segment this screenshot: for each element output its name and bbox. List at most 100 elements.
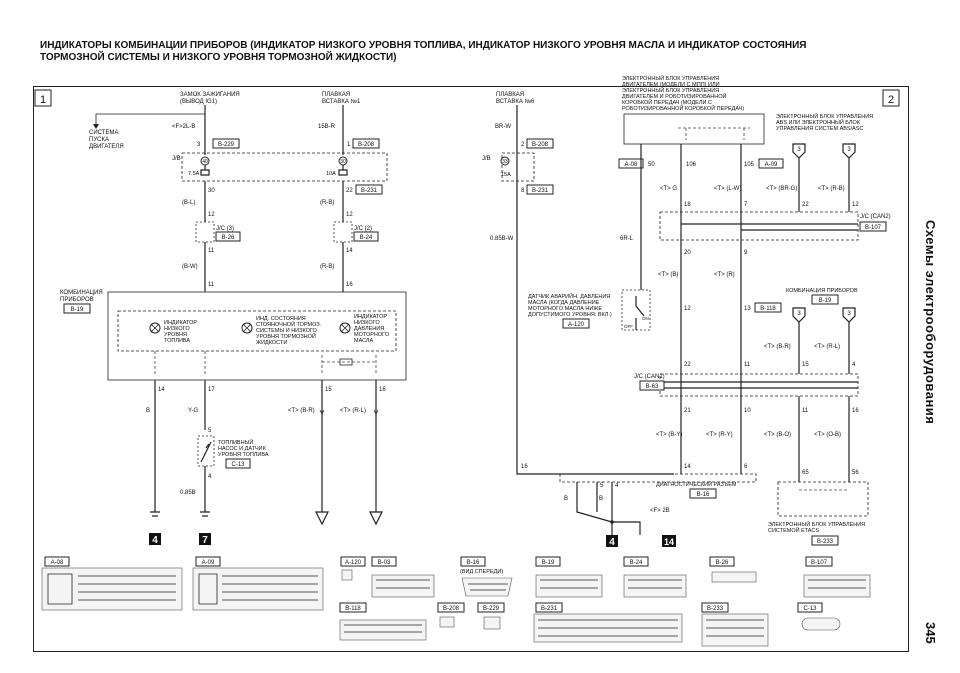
connector-b231-mid-label: B-231 [532, 188, 549, 194]
connector-b24-tag [353, 231, 379, 242]
conn-a120-tag [340, 556, 366, 567]
brake-indicator-label-3: СИСТЕМЫ И НИЗКОГО [256, 328, 318, 334]
connector-a08-tag [618, 158, 644, 169]
ecu-label-1: ЭЛЕКТРОННЫЙ БЛОК УПРАВЛЕНИЯ [622, 74, 719, 82]
connector-b208-label: B-208 [358, 142, 375, 148]
middle-section: ПЛАВКАЯ ВСТАВКА №6 BR-W 2 B-208 J/B 33 1… [482, 92, 676, 548]
conn-b208-tag [437, 602, 465, 613]
pin-1-label: 1 [347, 142, 351, 148]
fuel-pump-sensor-box [197, 435, 215, 467]
conn-b107-pins [808, 579, 866, 589]
wire-tbrg-label: <T> (BR-G) [766, 186, 797, 192]
oil-indicator-label-4: МОТОРНОГО [354, 332, 390, 338]
pin-22b-label: 22 [684, 362, 691, 368]
connector-a120-tag [562, 318, 590, 329]
jc2-label: J/C (2) [354, 226, 372, 232]
pin-5-mid-label: 5 [600, 483, 604, 489]
oil-sensor-label-3: МОТОРНОГО МАСЛА НИЖЕ [528, 306, 602, 312]
pin-65-label: 65 [802, 470, 809, 476]
connector-b208-mid-tag [526, 138, 554, 149]
oil-sensor-label-4: ДОПУСТИМОГО УРОВНЯ: ВКЛ.) [528, 312, 612, 318]
wire-tbr-right-label: <T> (B-R) [764, 344, 791, 350]
combo-meter-label-2: ПРИБОРОВ [60, 297, 94, 303]
pin-6-label: 6 [744, 464, 748, 470]
pin-5-label: 5 [208, 428, 212, 434]
conn-b118-tag [339, 602, 367, 613]
conn-b233-tag [701, 602, 729, 613]
can1-bus-lines [660, 381, 858, 389]
conn-b107-view [803, 574, 871, 598]
fuel-pump-label-1: ТОПЛИВНЫЙ [218, 438, 253, 446]
connector-b208-mid-label: B-208 [532, 142, 549, 148]
conn-b03-view [371, 574, 435, 598]
ecu-internal-wiring [678, 127, 750, 140]
connector-b107-label: B-107 [865, 225, 882, 231]
fuel-lamp-cross [150, 323, 160, 333]
right-section: ЭЛЕКТРОННЫЙ БЛОК УПРАВЛЕНИЯ ДВИГАТЕЛЕМ (… [559, 74, 891, 546]
conn-b24-label: B-24 [630, 560, 643, 566]
wire-trl-label: <T> (R-L) [340, 408, 366, 414]
pin-11-label: 11 [208, 248, 215, 254]
wire-tlw-label: <T> (L-W) [714, 186, 741, 192]
conn-b118-view [339, 619, 427, 641]
abs-connector-3a-icon [792, 143, 806, 159]
oil-sensor-label-2: МАСЛА (КОГДА ДАВЛЕНИЕ [528, 300, 600, 306]
conn-a08-view [41, 567, 183, 611]
diagnostic-connector-box [559, 473, 757, 483]
conn-b107-label: B-107 [811, 560, 828, 566]
abs-label-1: ЭЛЕКТРОННЫЙ БЛОК УПРАВЛЕНИЯ [776, 112, 873, 120]
brake-indicator-label-4: УРОВНЯ ТОРМОЗНОЙ [256, 332, 316, 340]
connector-b19-tag [63, 303, 91, 314]
ecu-label-6: РОБОТИЗИРОВАННОЙ КОРОБКОЙ ПЕРЕДАЧ) [622, 104, 744, 112]
abs-label-3: УПРАВЛЕНИЯ СИСТЕМ ABS/ASC [776, 126, 863, 132]
pin-11b-label: 11 [802, 408, 809, 414]
wire-b2-label: B [599, 496, 603, 502]
can2-bus-lines [681, 223, 858, 231]
connector-c13-label: C-13 [231, 462, 245, 468]
pin-15-label: 15 [325, 387, 332, 393]
joint-connector-2 [333, 221, 353, 243]
fuse1-label-2: ВСТАВКА №1 [322, 98, 361, 105]
fuse-33-symbol [500, 156, 510, 166]
pin-17-label: 17 [208, 387, 215, 393]
oil-sensor-label-1: ДАТЧИК АВАРИЙН. ДАВЛЕНИЯ [528, 292, 610, 300]
continuation-arrow-left-1 [315, 511, 329, 526]
wire-tg-label: <T> G [660, 186, 677, 192]
ground-tag-7-number: 7 [202, 535, 208, 546]
wire-ground-branch [576, 482, 641, 535]
connector-a09-label: A-09 [765, 162, 778, 168]
combo-connector-3c-icon [792, 307, 806, 323]
start-system-label-2: ПУСКА [89, 137, 109, 143]
wire-tby-label: <T> (B-Y) [656, 432, 682, 438]
ground-tag-4 [149, 533, 161, 545]
connector-b19-label: B-19 [71, 307, 84, 313]
wire-b-label: B [146, 408, 150, 414]
ecu-label-4: ДВИГАТЕЛЕМ И РОБОТИЗИРОВАННОЙ [622, 92, 727, 100]
pin-10-label: 10 [744, 408, 751, 414]
conn-b231-label: B-231 [541, 606, 558, 612]
connector-a08-label: A-08 [625, 162, 638, 168]
pin-16-top-label: 16 [346, 282, 353, 288]
pin-8-label: 8 [521, 188, 525, 194]
fuse-40-rating: 7.5A [188, 171, 200, 177]
wire-trl-right-label: <T> (R-L) [814, 344, 840, 350]
etacs-ecu-box [777, 481, 869, 517]
fuel-indicator-label-2: НИЗКОГО [164, 326, 190, 332]
oil-indicator-label-2: НИЗКОГО [354, 320, 380, 326]
wire-6rl-label: 6R-L [620, 236, 634, 242]
diagram-frame [33, 86, 909, 652]
wire-rb2-label: (R-B) [320, 264, 334, 270]
ecu-label-5: КОРОБКОЙ ПЕРЕДАЧ (МОДЕЛИ С [622, 98, 712, 106]
pin-4-mid-label: 4 [615, 483, 619, 489]
conn-a08-pins [47, 573, 176, 605]
pin-9-label: 9 [744, 250, 748, 256]
start-system-arrow [93, 124, 99, 129]
meter-resistor [339, 358, 353, 366]
conn-b231-pins [538, 619, 678, 637]
pin-11-label: 11 [744, 362, 751, 368]
connector-b16-tag [689, 488, 717, 499]
wire-tbr-label: <T> (B-R) [288, 408, 315, 414]
connector-b231-mid-tag [526, 184, 554, 195]
pin-7-label: 7 [744, 202, 748, 208]
